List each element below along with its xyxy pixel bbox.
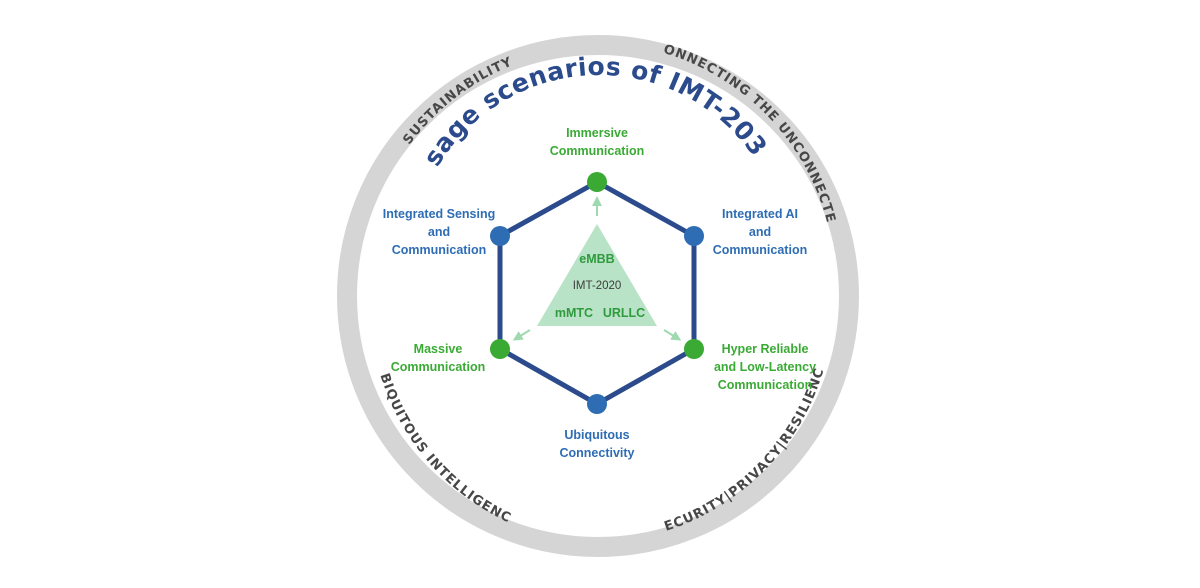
node-dot-immersive bbox=[587, 172, 607, 192]
arrow-to-massive bbox=[512, 329, 531, 341]
node-label-hyper-reliable: Hyper Reliable and Low-Latency Communica… bbox=[713, 342, 817, 392]
node-label-integrated-sensing: Integrated Sensing and Communication bbox=[382, 207, 496, 257]
core-label-mmtc: mMTC bbox=[554, 306, 594, 320]
core-label-embb: eMBB bbox=[579, 252, 615, 266]
arrow-to-hyper-reliable bbox=[663, 329, 682, 341]
node-dot-ubiquitous bbox=[587, 394, 607, 414]
outer-ring bbox=[337, 35, 859, 557]
node-dot-hyper-reliable bbox=[684, 339, 704, 359]
core-label-imt2020: IMT-2020 bbox=[572, 280, 622, 292]
node-label-ubiquitous: Ubiquitous Connectivity bbox=[559, 428, 635, 460]
imt2020-triangle bbox=[537, 224, 657, 326]
node-dot-integrated-sensing bbox=[490, 226, 510, 246]
node-label-immersive: Immersive Communication bbox=[549, 126, 645, 158]
core-label-urllc: URLLC bbox=[602, 306, 646, 320]
node-dot-massive bbox=[490, 339, 510, 359]
node-label-massive: Massive Communication bbox=[390, 342, 486, 374]
node-dot-integrated-ai bbox=[684, 226, 704, 246]
node-label-integrated-ai: Integrated AI and Communication bbox=[712, 207, 808, 257]
